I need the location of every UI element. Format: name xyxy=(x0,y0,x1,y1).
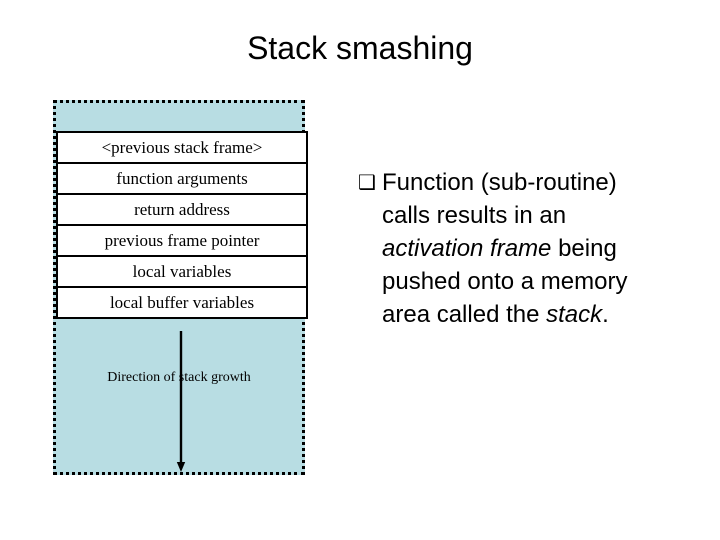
table-row: local variables xyxy=(56,255,308,288)
bullet-text-segment-0: Function (sub-routine) calls results in … xyxy=(382,169,617,229)
square-bullet-icon: ❑ xyxy=(358,170,376,194)
table-row: previous frame pointer xyxy=(56,224,308,257)
bullet-text-segment-2: being pushed onto a memory area called t… xyxy=(382,235,628,328)
bullet-text-segment-4: . xyxy=(602,301,609,328)
bullet-text-segment-1: activation frame xyxy=(382,235,552,262)
stack-diagram: <previous stack frame> function argument… xyxy=(53,100,308,475)
stack-row-local-buffer-variables: local buffer variables xyxy=(56,286,308,319)
table-row: <previous stack frame> xyxy=(56,131,308,164)
table-row: function arguments xyxy=(56,162,308,195)
bullet-block: ❑ Function (sub-routine) calls results i… xyxy=(358,166,668,331)
stack-row-function-arguments: function arguments xyxy=(56,162,308,195)
stack-row-previous-frame-pointer: previous frame pointer xyxy=(56,224,308,257)
stack-growth-region: Direction of stack growth xyxy=(56,331,302,472)
bullet-text: Function (sub-routine) calls results in … xyxy=(382,166,668,331)
stack-row-local-variables: local variables xyxy=(56,255,308,288)
page-title: Stack smashing xyxy=(247,30,473,66)
stack-growth-label: Direction of stack growth xyxy=(107,370,251,385)
stack-frame-table: <previous stack frame> function argument… xyxy=(56,131,308,319)
table-row: return address xyxy=(56,193,308,226)
table-row: local buffer variables xyxy=(56,286,308,319)
list-item: ❑ Function (sub-routine) calls results i… xyxy=(358,166,668,331)
down-arrow-icon xyxy=(176,331,186,472)
stack-row-return-address: return address xyxy=(56,193,308,226)
stack-frame-table-body: <previous stack frame> function argument… xyxy=(56,131,308,319)
stack-row-previous-stack-frame: <previous stack frame> xyxy=(56,131,308,164)
bullet-text-segment-3: stack xyxy=(546,301,603,328)
